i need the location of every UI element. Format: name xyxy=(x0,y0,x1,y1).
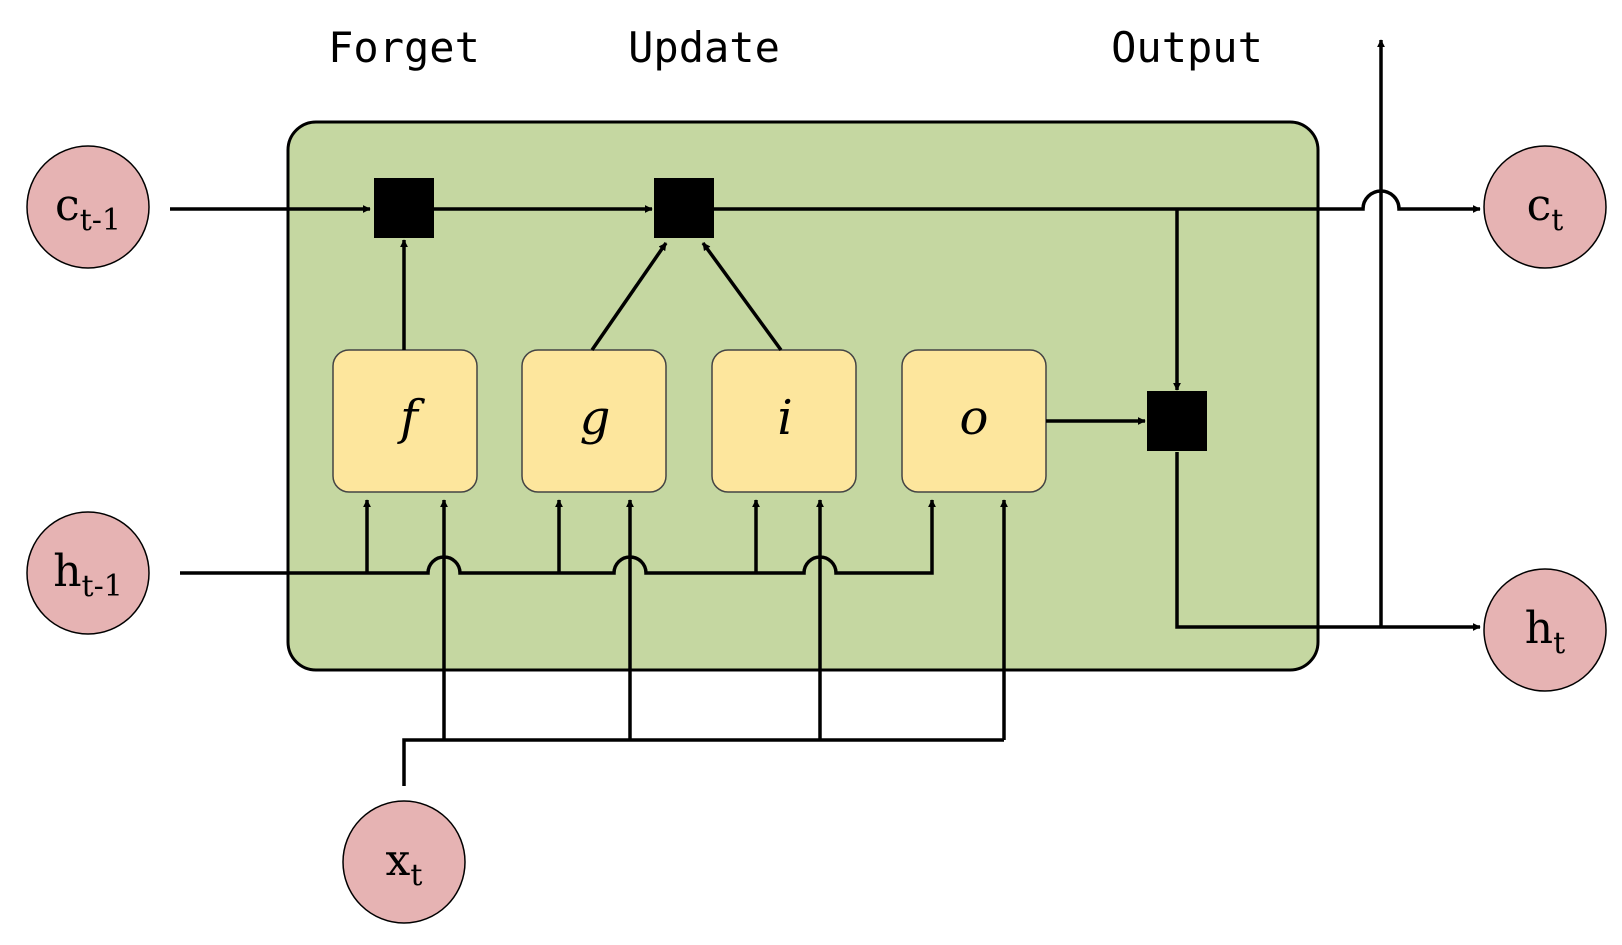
node-h-prev-main: h xyxy=(53,546,81,597)
node-h-next-main: h xyxy=(1525,603,1553,654)
gate-label-o: o xyxy=(960,390,989,446)
node-x-sub: t xyxy=(410,858,422,893)
svg-text:ht: ht xyxy=(1525,603,1565,661)
node-c-prev: ct-1 xyxy=(26,145,150,269)
node-x-main: x xyxy=(386,835,411,886)
svg-text:xt: xt xyxy=(386,835,423,893)
node-c-next: ct xyxy=(1483,145,1607,269)
node-h-next: ht xyxy=(1483,568,1607,692)
op-forget-multiply xyxy=(374,178,434,238)
node-c-prev-sub: t-1 xyxy=(80,203,121,238)
svg-text:ct: ct xyxy=(1527,180,1564,238)
node-h-prev: ht-1 xyxy=(26,511,150,635)
gate-label-g: g xyxy=(580,390,611,446)
x-bus xyxy=(402,738,1004,786)
section-title-forget: Forget xyxy=(328,23,480,72)
section-title-output: Output xyxy=(1111,23,1263,72)
node-c-next-sub: t xyxy=(1551,203,1563,238)
svg-text:ct-1: ct-1 xyxy=(55,180,121,238)
node-c-prev-main: c xyxy=(55,180,80,231)
arrow-g-to-update-op xyxy=(590,242,668,351)
line-output-to-h xyxy=(1175,452,1481,631)
section-title-update: Update xyxy=(628,23,780,72)
node-h-prev-sub: t-1 xyxy=(82,569,123,604)
op-update-multiply xyxy=(654,178,714,238)
op-output-multiply xyxy=(1147,391,1207,451)
node-c-next-main: c xyxy=(1527,180,1552,231)
gate-box-i xyxy=(711,349,857,493)
gate-label-i: i xyxy=(777,390,792,446)
svg-text:ht-1: ht-1 xyxy=(53,546,123,604)
node-h-next-sub: t xyxy=(1553,626,1565,661)
arrow-i-to-update-op xyxy=(701,241,783,352)
node-x: xt xyxy=(342,800,466,924)
